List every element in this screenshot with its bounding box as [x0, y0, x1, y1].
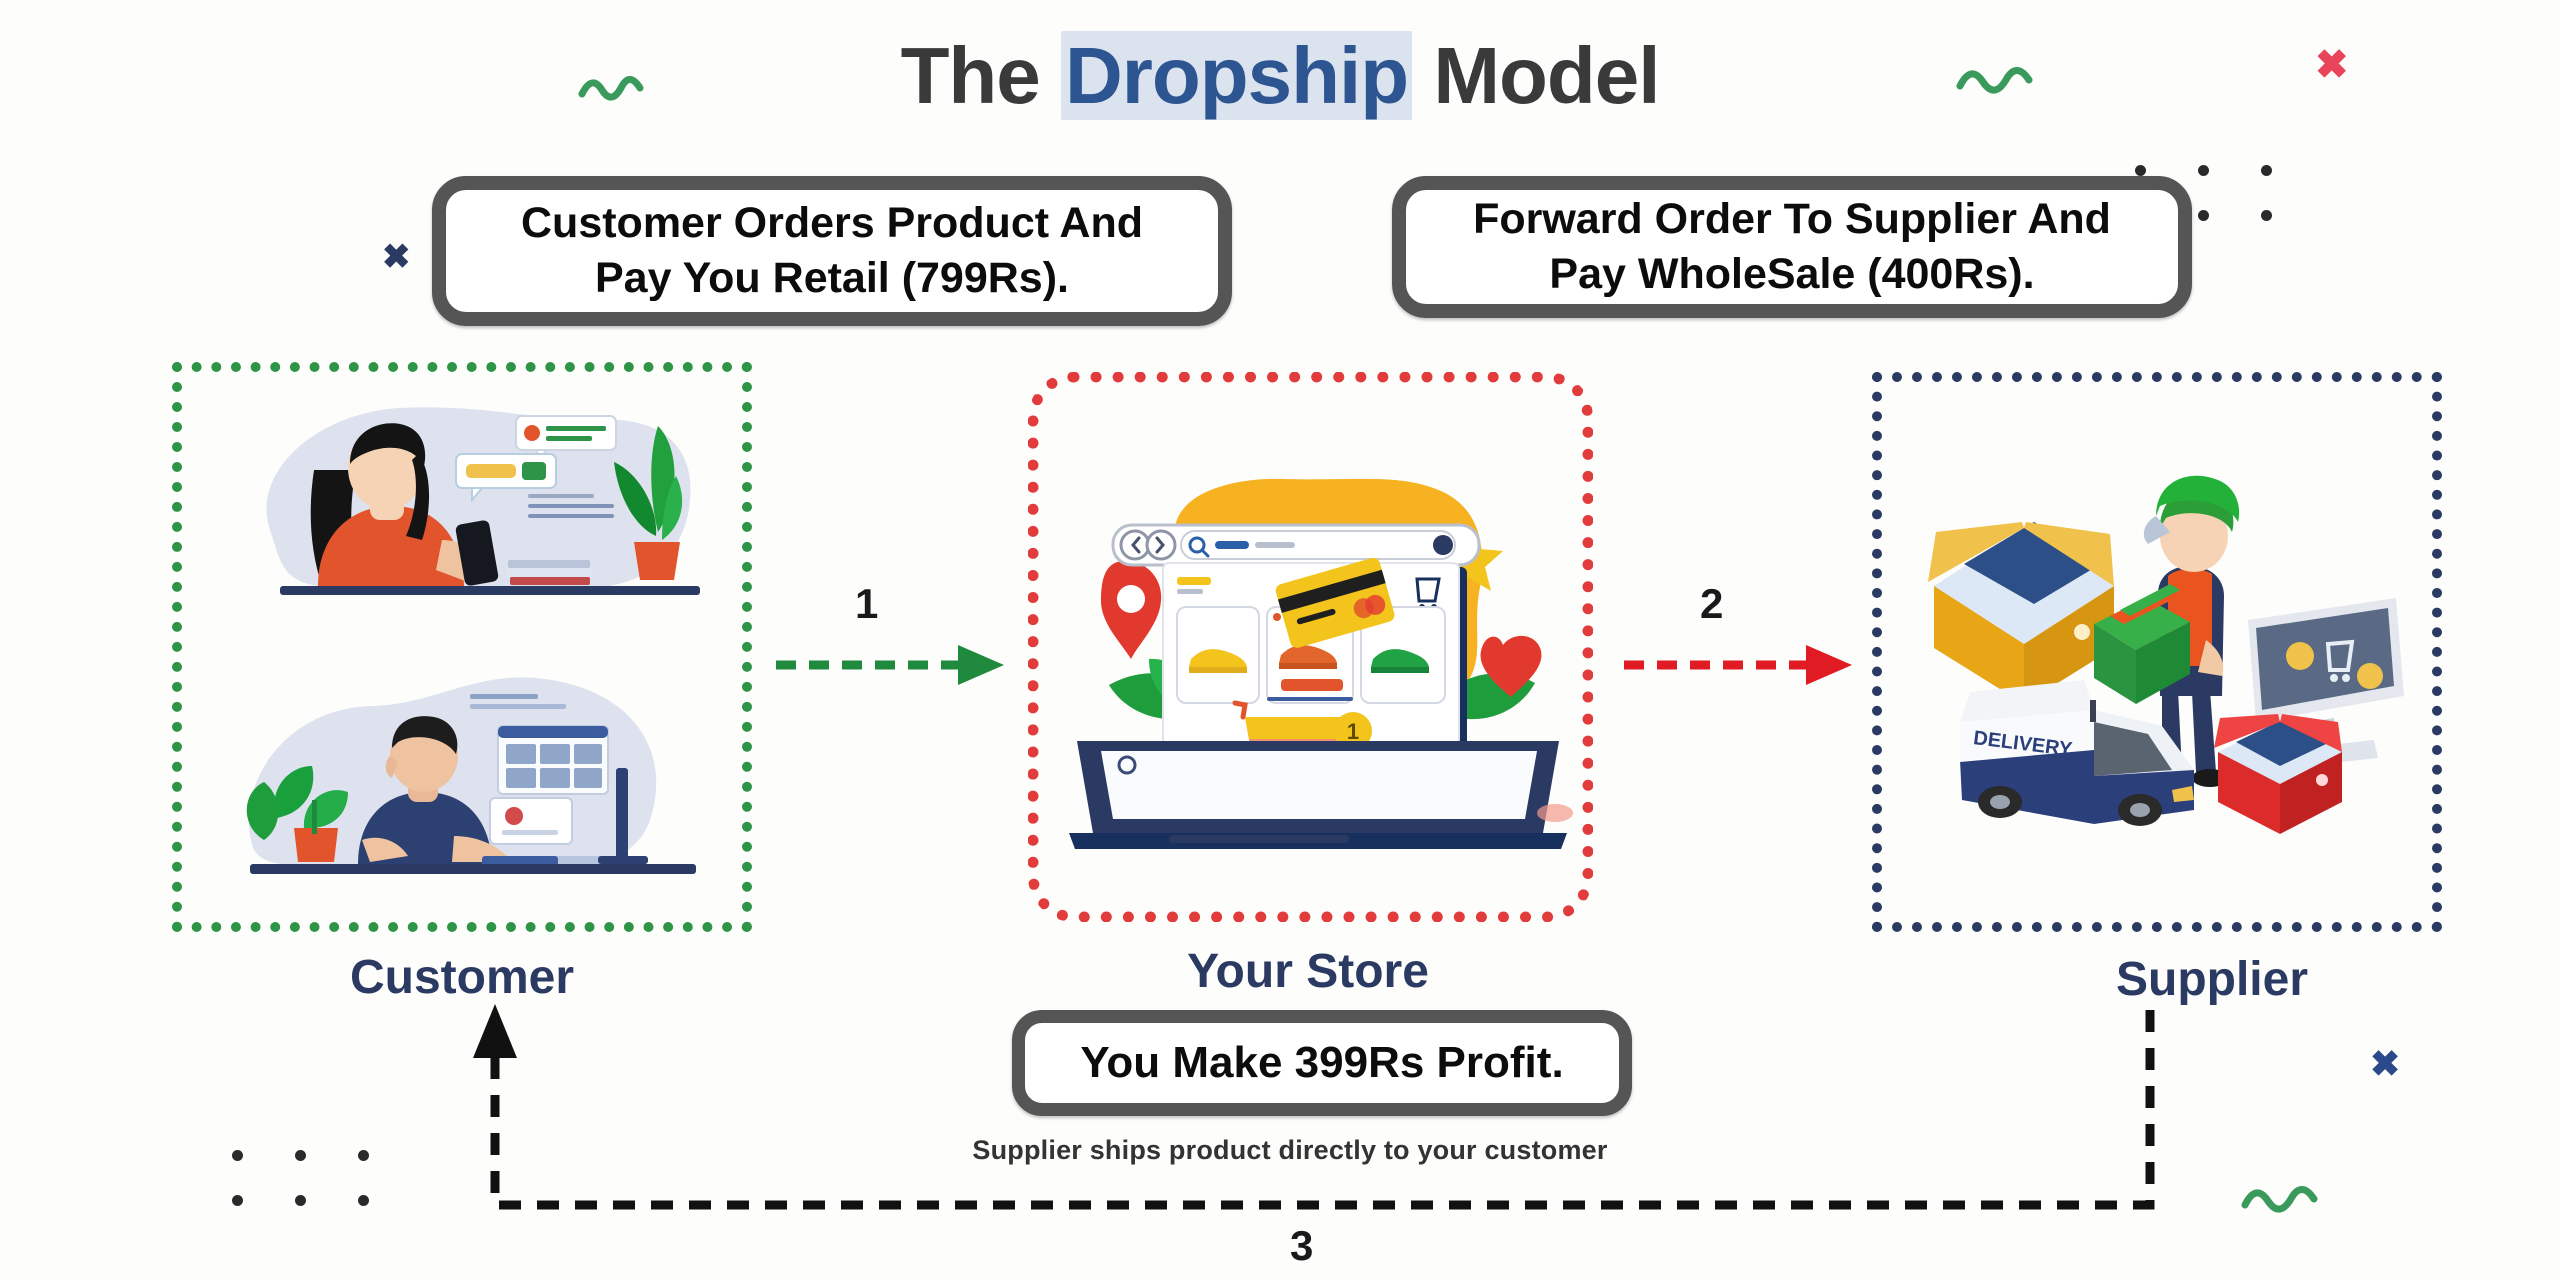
man-browsing-on-computer-illustration [246, 677, 696, 874]
callout-customer-order: Customer Orders Product And Pay You Reta… [432, 176, 1232, 326]
arrow-3-number: 3 [1290, 1222, 1314, 1269]
callout-profit-text: You Make 399Rs Profit. [1080, 1037, 1564, 1087]
x-blue-bottom-right-icon: ✖ [2370, 1043, 2401, 1084]
svg-text:1: 1 [1347, 719, 1359, 744]
arrow-customer-to-store [776, 645, 1004, 685]
page-title: The Dropship Model [0, 30, 2560, 122]
arrow-store-to-supplier [1624, 645, 1852, 685]
supplier-warehouse-isometric-illustration: DELIVERY [1928, 475, 2404, 834]
title-highlight: Dropship [1061, 31, 1413, 120]
panel-label-your-store: Your Store [1187, 945, 1429, 998]
callout-customer-line1: Customer Orders Product And [521, 198, 1143, 247]
woman-shopping-on-phone-illustration [266, 407, 700, 595]
callout-supplier-line1: Forward Order To Supplier And [1473, 194, 2111, 243]
online-store-laptop-illustration: 1 [1069, 478, 1573, 849]
callout-forward-order: Forward Order To Supplier And Pay WholeS… [1392, 176, 2192, 318]
title-suffix: Model [1412, 31, 1660, 120]
arrow-supplier-to-customer [473, 1004, 2155, 1210]
arrow-2-number: 2 [1700, 580, 1724, 627]
title-prefix: The [900, 31, 1062, 120]
callout-supplier-line2: Pay WholeSale (400Rs). [1549, 250, 2035, 298]
panel-your-store: 1 [1028, 372, 1593, 922]
panel-label-customer: Customer [349, 951, 575, 1004]
dot-grid-bottom-left [232, 1150, 369, 1206]
panel-label-supplier: Supplier [2115, 953, 2309, 1006]
bottom-caption: Supplier ships product directly to your … [972, 1135, 1608, 1165]
squiggle-green-bottom-right-icon [2241, 1186, 2318, 1213]
panel-supplier: DELIVERY [1872, 372, 2442, 932]
x-blue-left-icon: ✖ [382, 238, 411, 276]
callout-customer-line2: Pay You Retail (799Rs). [595, 254, 1069, 302]
arrow-1-number: 1 [855, 580, 879, 627]
panel-customer [172, 362, 752, 932]
callout-profit: You Make 399Rs Profit. [1012, 1010, 1632, 1116]
